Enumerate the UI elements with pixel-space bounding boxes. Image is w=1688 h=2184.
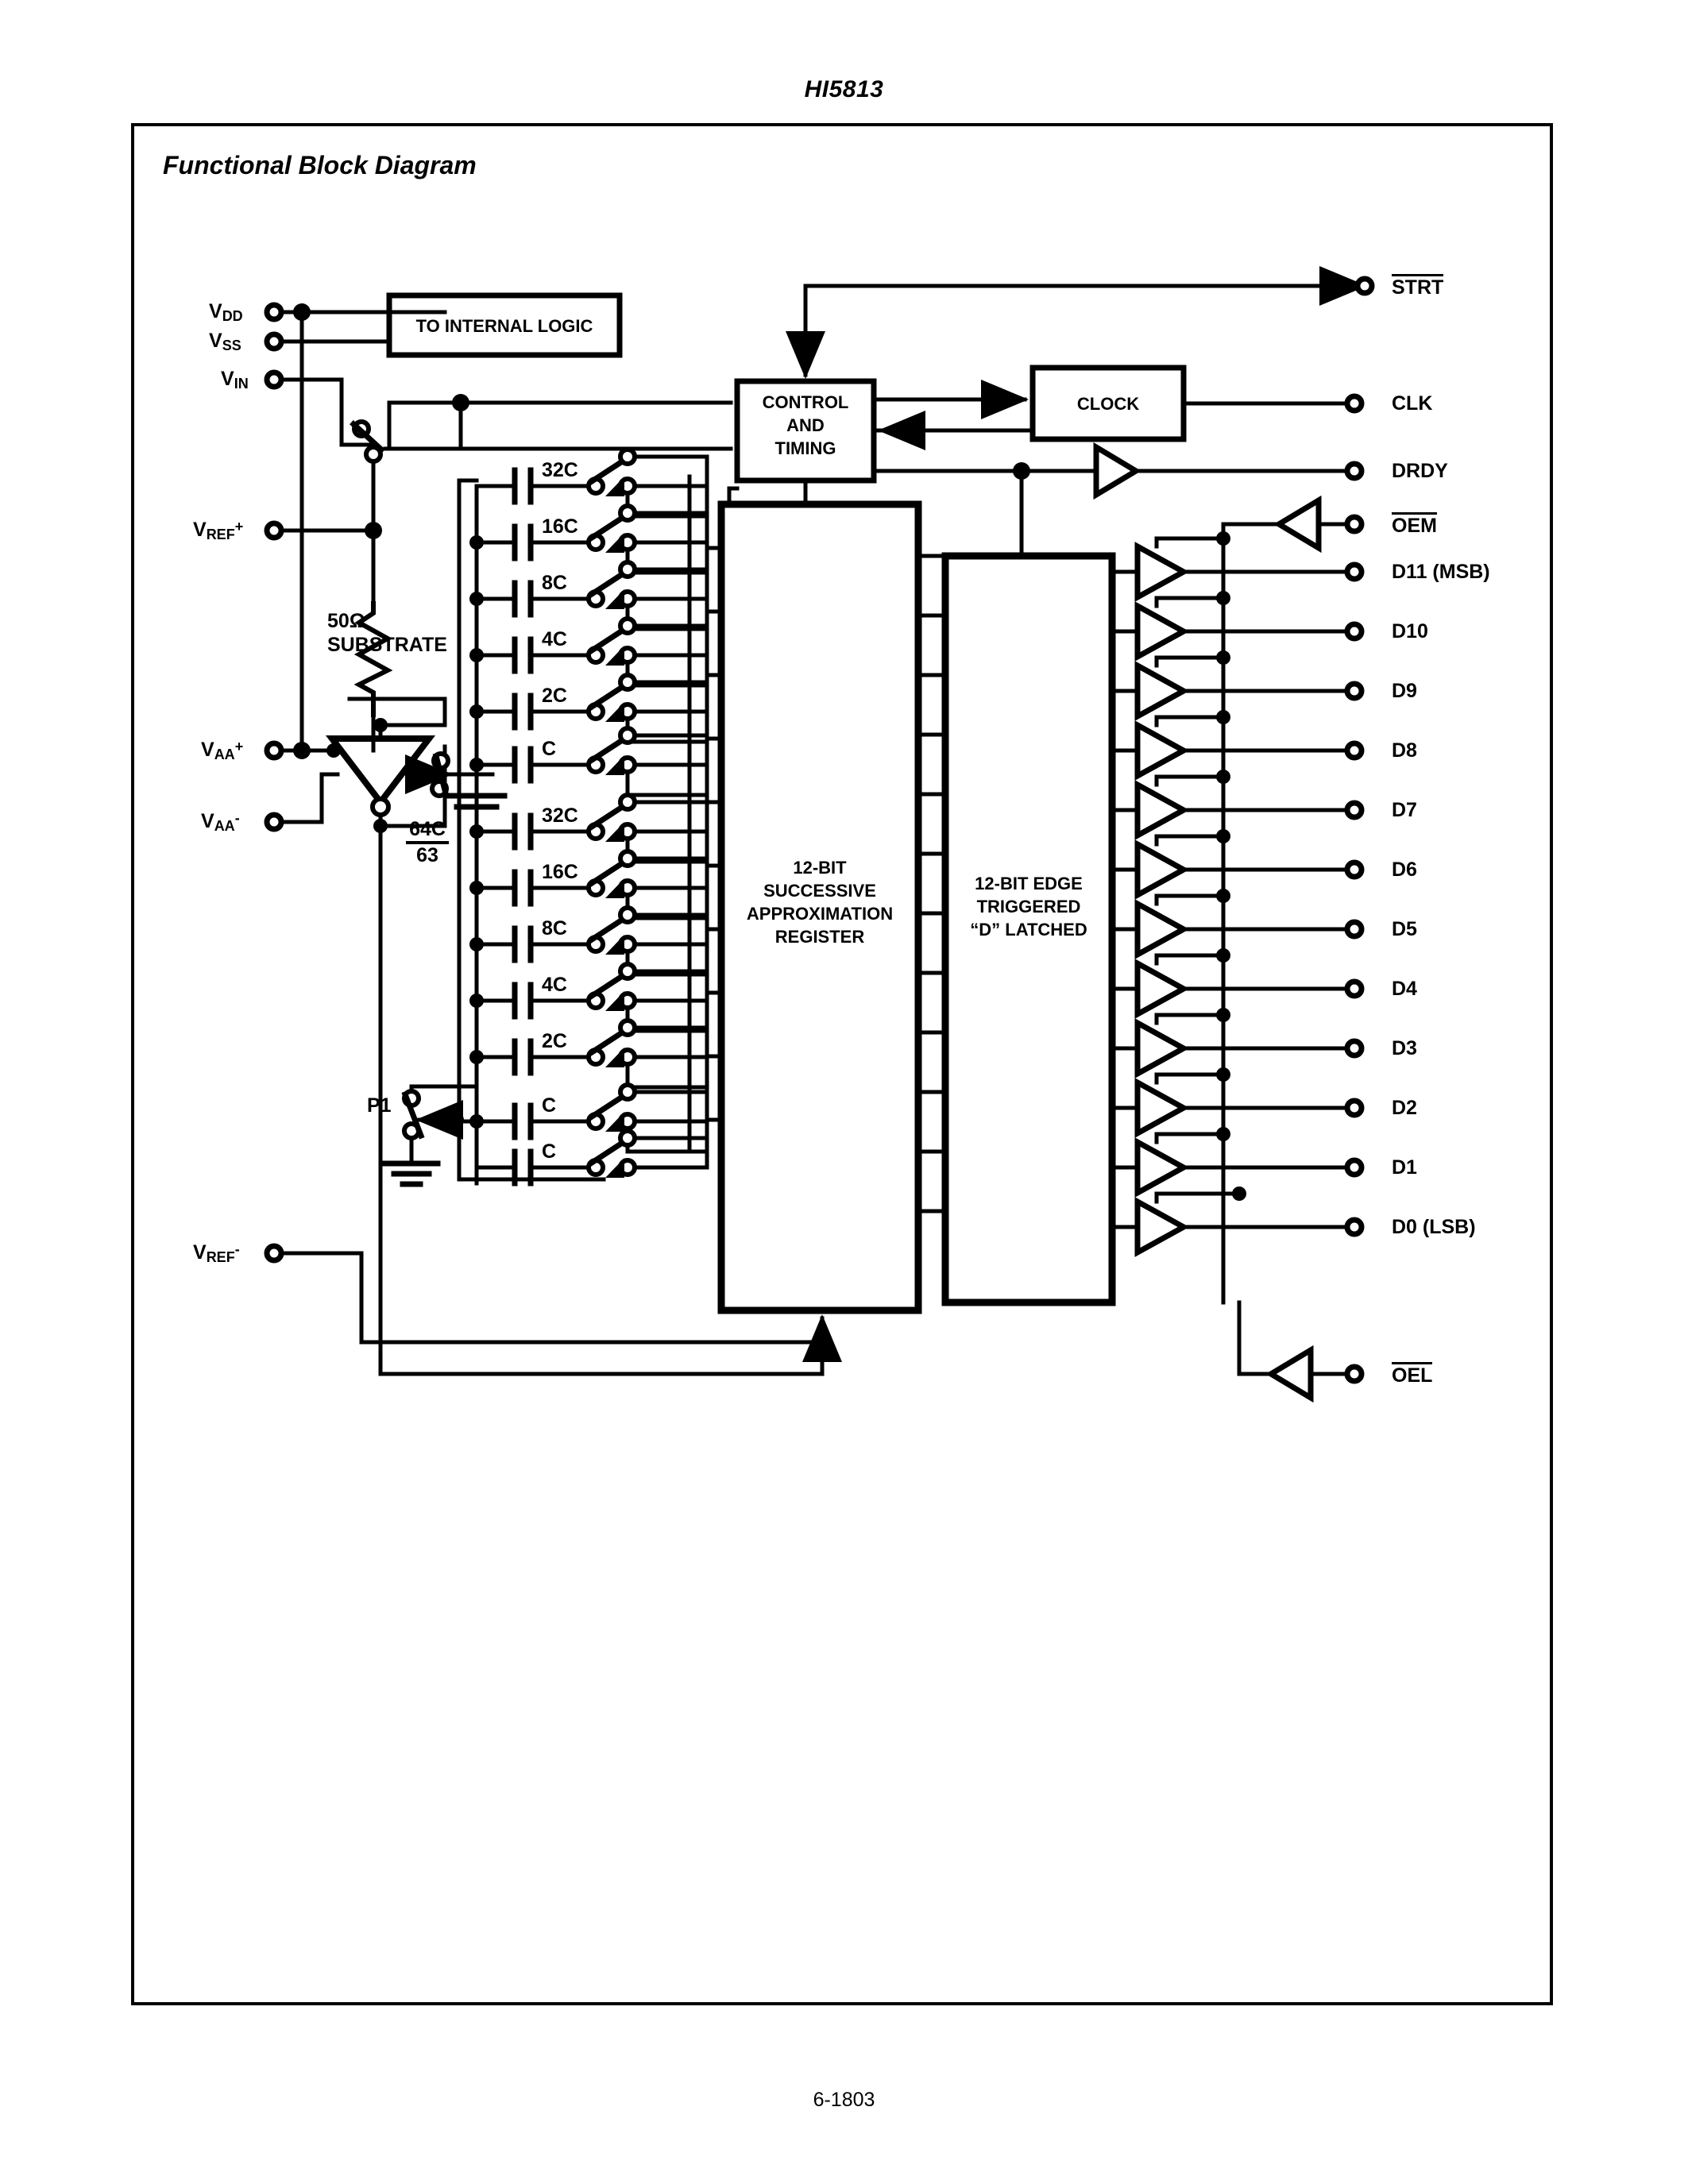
cap-label-u1: 16C (542, 515, 578, 538)
pin-label-vin: VIN (221, 368, 249, 392)
pin-label-vss: VSS (209, 330, 241, 353)
cap-label-l2: 8C (542, 917, 567, 940)
pin-label-vaam: VAA- (201, 810, 240, 834)
pin-label-d4: D4 (1392, 978, 1417, 1000)
cap-label-l4: 2C (542, 1030, 567, 1052)
page-title: HI5813 (804, 76, 884, 102)
page-footer: 6-1803 (813, 2089, 875, 2111)
pin-label-clk: CLK (1392, 392, 1433, 415)
cap-label-u4: 2C (542, 685, 567, 707)
cap-label-u3: 4C (542, 628, 567, 650)
pin-label-vdd: VDD (209, 300, 243, 324)
cap-label-u0: 32C (542, 459, 578, 481)
cap-label-u5: C (542, 738, 557, 760)
pin-label-strt: STRT (1392, 274, 1444, 299)
pin-label-d2: D2 (1392, 1097, 1417, 1119)
pin-label-vrefp: VREF+ (193, 519, 244, 542)
block-clock: CLOCK (1076, 394, 1140, 414)
pin-label-d11: D11 (MSB) (1392, 561, 1490, 583)
pin-label-oel: OEL (1392, 1362, 1433, 1387)
resistor-note-label: SUBSTRATE (327, 634, 447, 656)
resistor-value-label: 50Ω (327, 610, 365, 632)
pin-label-d5: D5 (1392, 918, 1417, 940)
cap-label-term: C (542, 1140, 557, 1163)
pin-label-d9: D9 (1392, 680, 1417, 702)
pin-label-d7: D7 (1392, 799, 1417, 821)
block-internal-logic: TO INTERNAL LOGIC (415, 316, 593, 336)
block-latch: 12-BIT EDGE TRIGGERED “D” LATCHED (970, 874, 1087, 940)
pin-label-d3: D3 (1392, 1037, 1417, 1059)
block-sar: 12-BIT SUCCESSIVE APPROXIMATION REGISTER (746, 858, 894, 947)
switch-p1-label: P1 (367, 1094, 392, 1117)
cap-label-l3: 4C (542, 974, 567, 996)
cap-label-l1: 16C (542, 861, 578, 883)
diagram-frame (131, 123, 1553, 2005)
pin-label-d6: D6 (1392, 859, 1417, 881)
cap-label-l5: C (542, 1094, 557, 1117)
charge-ratio-label: 64C 63 (396, 818, 459, 866)
pin-label-d0: D0 (LSB) (1392, 1216, 1476, 1238)
section-title: Functional Block Diagram (163, 151, 477, 179)
pin-label-d10: D10 (1392, 620, 1428, 642)
pin-label-oem: OEM (1392, 512, 1437, 538)
cap-label-l0: 32C (542, 805, 578, 827)
block-control-timing: CONTROL AND TIMING (762, 392, 849, 459)
pin-label-drdy: DRDY (1392, 460, 1448, 482)
pin-label-d8: D8 (1392, 739, 1417, 762)
cap-label-u2: 8C (542, 572, 567, 594)
pin-label-vrefm: VREF- (193, 1241, 240, 1265)
pin-label-vaap: VAA+ (201, 739, 244, 762)
pin-label-d1: D1 (1392, 1156, 1417, 1179)
